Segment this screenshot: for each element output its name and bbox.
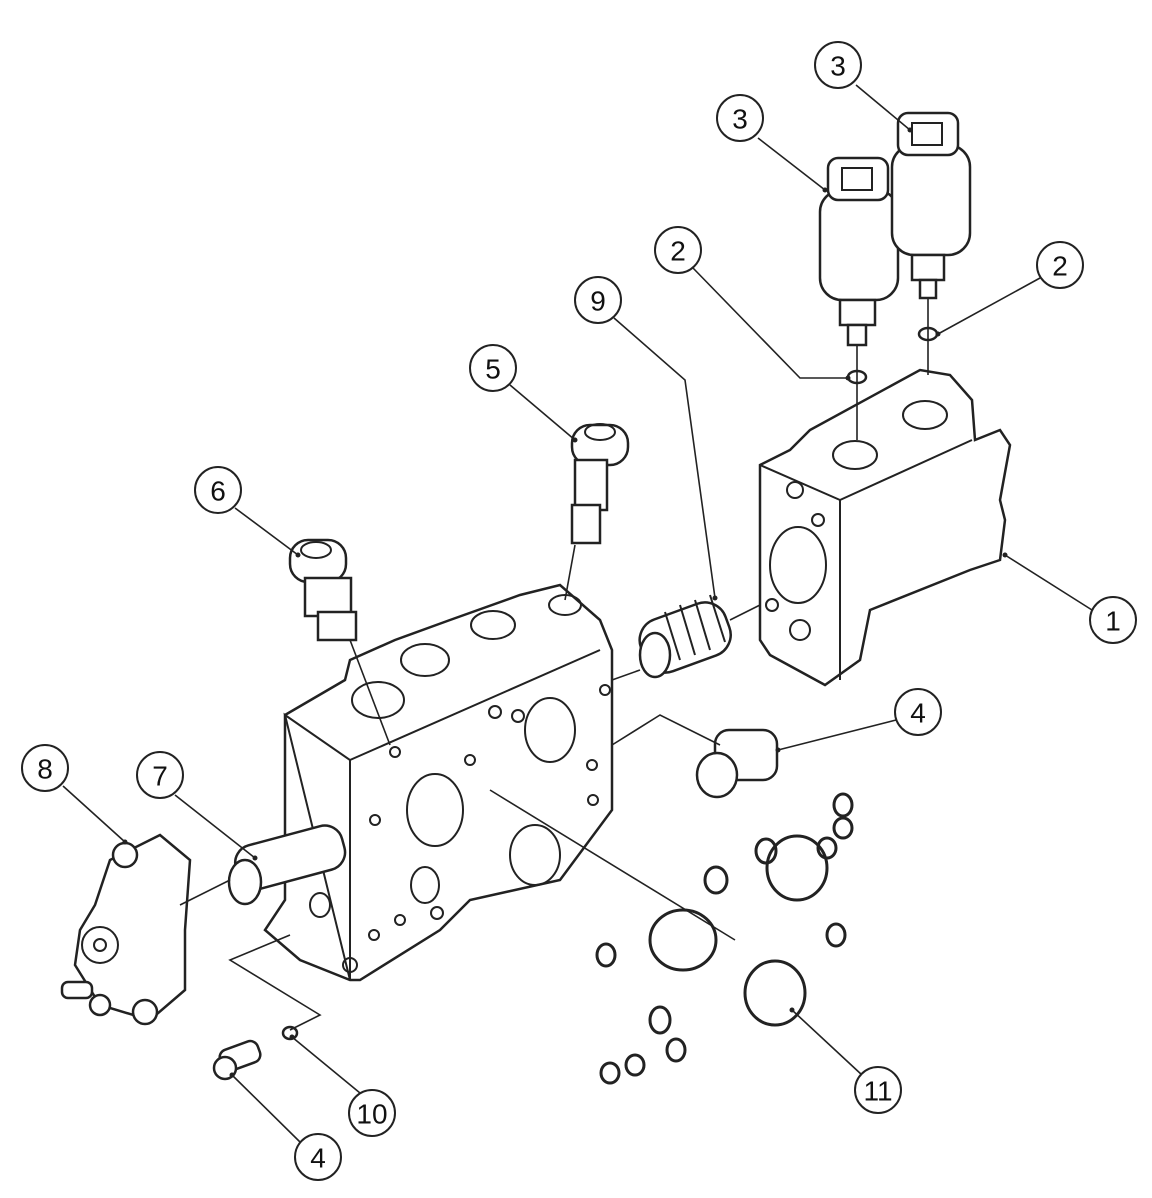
leader-line — [1004, 554, 1093, 611]
leader-arrow-icon — [935, 331, 941, 337]
callout-number: 3 — [732, 104, 748, 135]
spool-part-7 — [227, 824, 347, 906]
main-valve-body — [263, 583, 614, 982]
spool-part-9 — [638, 594, 732, 679]
callout-number: 10 — [356, 1099, 387, 1130]
leader-arrow-icon — [229, 1072, 235, 1078]
callout-number: 8 — [37, 754, 53, 785]
callout-bubble — [194, 466, 242, 514]
leader-line — [509, 384, 576, 441]
leader-arrow-icon — [789, 1007, 795, 1013]
leader-line — [62, 785, 126, 843]
callout-number: 7 — [152, 761, 168, 792]
callout-1: 1 — [1002, 552, 1137, 644]
callout-number: 11 — [863, 1076, 892, 1107]
cartridge-part-6 — [288, 538, 358, 642]
leader-line — [692, 267, 848, 379]
callout-bubble — [574, 276, 622, 324]
leader-arrow-icon — [775, 747, 781, 753]
callout-bubble — [1036, 241, 1084, 289]
callout-bubble — [469, 344, 517, 392]
callout-bubble — [654, 226, 702, 274]
leader-arrow-icon — [907, 127, 913, 133]
callout-6: 6 — [194, 466, 301, 558]
callout-bubble — [348, 1089, 396, 1137]
leader-line — [291, 1036, 361, 1094]
leader-line — [174, 794, 256, 859]
callout-bubble — [1089, 596, 1137, 644]
leader-line — [937, 277, 1041, 335]
callout-bubble — [854, 1066, 902, 1114]
o-ring-kit-part-11 — [595, 792, 854, 1085]
callout-4a: 4 — [775, 688, 942, 753]
leader-arrow-icon — [1002, 552, 1008, 558]
leader-line — [613, 317, 716, 599]
leader-arrow-icon — [122, 839, 128, 845]
callout-bubble — [21, 744, 69, 792]
callout-3a: 3 — [814, 41, 913, 133]
callout-bubble — [894, 688, 942, 736]
callout-7: 7 — [136, 751, 258, 861]
solenoid-part-3-left — [818, 156, 900, 347]
callout-2a: 2 — [654, 226, 851, 381]
assembly-lines — [179, 298, 929, 1031]
callout-number: 2 — [1052, 251, 1068, 282]
leader-arrow-icon — [289, 1034, 295, 1040]
callout-number: 4 — [310, 1143, 326, 1174]
callout-number: 2 — [670, 236, 686, 267]
plug-part-4 — [695, 728, 779, 799]
leader-line — [234, 507, 299, 556]
leader-arrow-icon — [252, 855, 258, 861]
solenoid-part-3-right — [890, 111, 972, 300]
leader-arrow-icon — [845, 375, 851, 381]
leader-line — [855, 84, 911, 131]
leader-arrow-icon — [572, 437, 578, 443]
callout-number: 9 — [590, 286, 606, 317]
callout-11: 11 — [789, 1007, 902, 1114]
callout-3b: 3 — [716, 94, 828, 193]
callout-number: 6 — [210, 476, 226, 507]
bolt-part-4 — [212, 1039, 262, 1081]
callout-5: 5 — [469, 344, 578, 443]
callout-layer: 3 3 2 2 9 5 6 1 4 8 7 11 10 4 — [21, 41, 1137, 1181]
leader-line — [231, 1074, 301, 1143]
callout-number: 1 — [1105, 606, 1121, 637]
end-body-part-1 — [758, 368, 1012, 687]
cover-part-8 — [60, 833, 192, 1026]
callout-bubble — [716, 94, 764, 142]
callout-4b: 4 — [229, 1072, 342, 1181]
leader-line — [791, 1009, 863, 1076]
leader-line — [777, 719, 897, 751]
callout-number: 3 — [830, 51, 846, 82]
callout-number: 5 — [485, 354, 501, 385]
leader-line — [757, 137, 826, 191]
callout-bubble — [814, 41, 862, 89]
callout-10: 10 — [289, 1034, 396, 1137]
callout-bubble — [294, 1133, 342, 1181]
leader-arrow-icon — [712, 595, 718, 601]
callout-8: 8 — [21, 744, 128, 845]
callout-bubble — [136, 751, 184, 799]
leader-arrow-icon — [822, 187, 828, 193]
callout-9: 9 — [574, 276, 718, 601]
cartridge-part-5 — [570, 423, 630, 545]
callout-number: 4 — [910, 698, 926, 729]
callout-2b: 2 — [935, 241, 1084, 337]
leader-arrow-icon — [295, 552, 301, 558]
